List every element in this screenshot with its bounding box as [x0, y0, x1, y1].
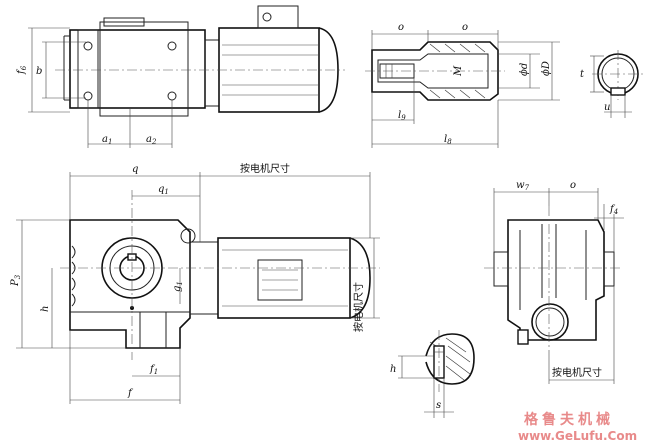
dim-h: h: [40, 306, 51, 312]
dim-o-right: o: [462, 22, 468, 33]
dim-M: M: [453, 65, 464, 77]
dim-s: s: [436, 400, 441, 411]
side-view: [484, 188, 624, 384]
dim-l9: l9: [398, 110, 406, 122]
dim-u: u: [604, 102, 610, 113]
dim-a2: a2: [146, 134, 157, 146]
dim-o-end: o: [570, 180, 576, 191]
dim-o-left: o: [398, 22, 404, 33]
dim-l8: l8: [444, 134, 452, 146]
dim-b: b: [36, 66, 42, 77]
label-motor-dim-vertical: 按电机尺寸: [352, 282, 365, 332]
dim-w7: w7: [516, 180, 530, 192]
dim-phi-D: ϕD: [541, 61, 552, 76]
dim-P3: P3: [10, 274, 22, 287]
dim-f: f: [127, 388, 134, 399]
dim-h-detail: h: [390, 364, 396, 375]
dim-f4: f4: [609, 204, 618, 216]
dim-f1: f1: [149, 364, 158, 376]
hollow-shaft-section: [365, 30, 560, 148]
dim-a1: a1: [102, 134, 112, 146]
dim-f6: f6: [16, 65, 28, 75]
top-view: [28, 5, 345, 148]
dim-phi-d: ϕd: [519, 63, 530, 76]
dim-q1: q1: [158, 184, 169, 196]
label-motor-dim-right: 按电机尺寸: [552, 366, 602, 379]
label-motor-dim-top: 按电机尺寸: [240, 162, 290, 175]
shaft-end-view: [590, 50, 644, 118]
dim-g1: g1: [172, 281, 184, 292]
dim-t: t: [580, 69, 585, 80]
dim-q: q: [132, 164, 138, 175]
watermark-cn: 格鲁夫机械: [524, 411, 614, 428]
keyway-detail: [398, 330, 475, 418]
watermark-url: www.GeLufu.Com: [518, 429, 637, 443]
front-view: [16, 172, 380, 404]
